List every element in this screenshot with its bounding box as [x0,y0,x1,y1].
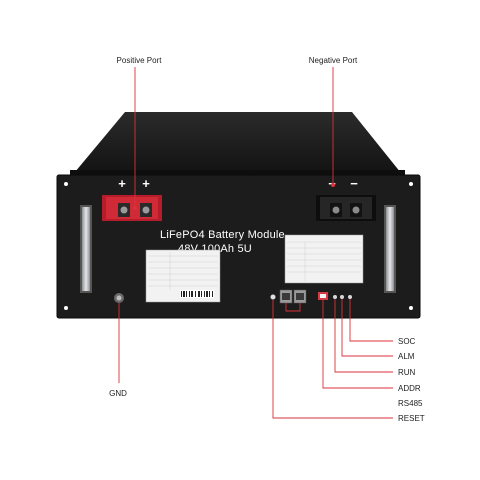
soc-label: SOC [398,337,416,346]
negative-terminal [316,195,376,221]
alm-label: ALM [398,352,415,361]
soc-callout [349,299,393,342]
addr-switch [318,292,328,300]
gnd-stud [114,293,124,303]
gnd-label: GND [109,389,127,398]
callout-lines [118,67,393,419]
alm-led [340,295,344,299]
chassis-top [70,112,405,178]
reset-label: RESET [398,414,425,423]
rs485-callout [285,303,301,312]
addr-callout [322,300,393,389]
spec-label-right [284,234,364,284]
reset-button [270,294,276,300]
run-callout [334,299,393,373]
negative-port-label: Negative Port [309,56,358,65]
run-led [333,295,337,299]
positive-terminal [102,195,162,221]
module-title: LiFePO4 Battery Module [160,229,285,241]
negative-symbol-2: − [350,176,358,191]
rs485-label: RS485 [398,399,423,408]
run-label: RUN [398,368,416,377]
spec-label-left [145,249,221,303]
alm-callout [341,299,393,357]
addr-label: ADDR [398,384,421,393]
mounting-holes [64,182,413,310]
positive-symbol-2: + [142,176,150,191]
soc-led [348,295,352,299]
positive-port-label: Positive Port [117,56,163,65]
reset-callout [272,300,393,419]
right-handle [384,205,396,293]
rs485-ports [279,289,307,304]
positive-symbol-1: + [118,176,126,191]
left-handle [80,205,92,293]
